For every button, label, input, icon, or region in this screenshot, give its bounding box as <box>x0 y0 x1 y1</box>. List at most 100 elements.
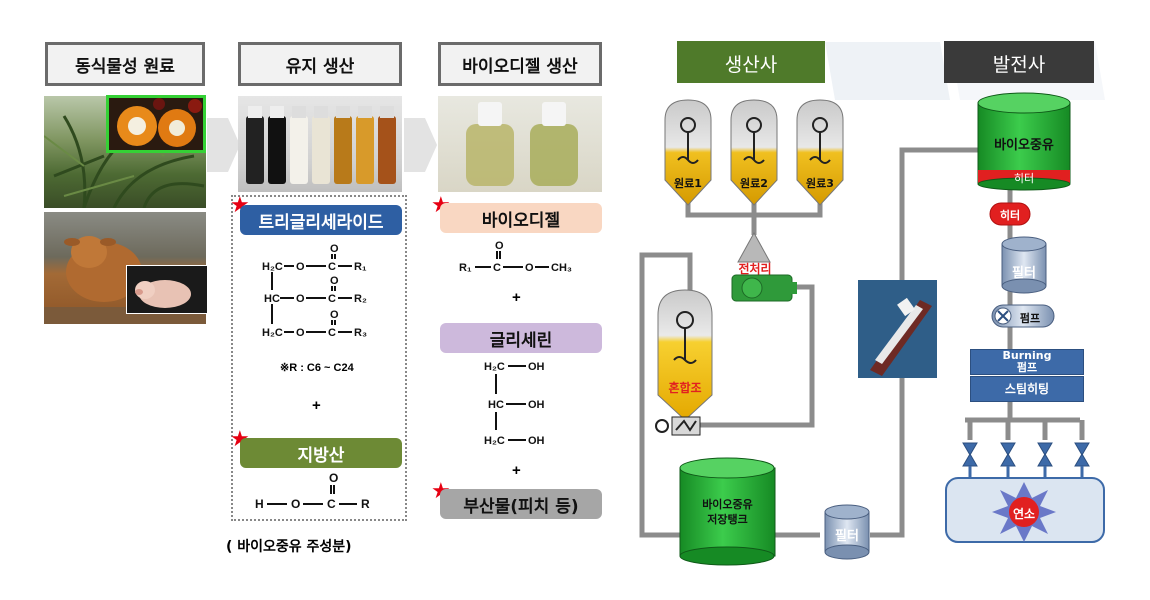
tank3-label: 원료3 <box>806 177 834 190</box>
svg-text:O: O <box>330 243 339 255</box>
pretreatment-unit <box>731 231 797 302</box>
steam-heating-label: 스팀히팅 <box>1004 382 1050 396</box>
oil-bottles-photo <box>238 96 402 192</box>
r-range-note: ※R : C6 ~ C24 <box>280 362 354 374</box>
svg-text:H₂C: H₂C <box>484 361 505 373</box>
main-component-note: ( 바이오중유 주성분) <box>226 539 352 555</box>
biodiesel-bottles-photo <box>438 96 602 192</box>
pretreatment-label: 전처리 <box>738 262 772 276</box>
svg-text:R₁: R₁ <box>354 261 367 273</box>
triglyceride-label: 트리글리세라이드 <box>258 212 384 233</box>
process-diagram <box>639 41 1105 566</box>
steam-heating-box: 스팀히팅 <box>970 376 1084 402</box>
flow-arrow-1 <box>207 118 240 172</box>
flow-arrow-2 <box>404 118 437 172</box>
producer-title: 생산사 <box>724 54 778 76</box>
svg-text:HC: HC <box>488 399 504 411</box>
storage-tank <box>679 457 776 566</box>
pig-graphic <box>135 280 191 308</box>
header-raw-material: 동식물성 원료 <box>45 42 205 86</box>
svg-text:O: O <box>525 262 534 274</box>
svg-text:H₂C: H₂C <box>262 261 283 273</box>
power-tank-label: 바이오중유 <box>994 138 1054 153</box>
byproduct-label: 부산물(피치 등) <box>463 496 579 517</box>
svg-text:OH: OH <box>528 435 545 447</box>
raw-tank-3 <box>796 99 844 206</box>
header-biodiesel-production-label: 바이오디젤 생산 <box>462 56 578 77</box>
palm-fruit-photo <box>106 95 206 153</box>
svg-text:OH: OH <box>528 361 545 373</box>
pipe <box>965 400 1085 440</box>
svg-text:O: O <box>330 275 339 287</box>
burning-pump-line1: Burning <box>1002 349 1052 362</box>
cattle-photo <box>44 212 206 324</box>
cattle-graphic <box>44 236 206 324</box>
svg-text:H₂C: H₂C <box>262 327 283 339</box>
raw-tank-2 <box>730 99 778 206</box>
combustion-label: 연소 <box>1012 507 1036 521</box>
plus-sign: + <box>512 289 521 306</box>
tank2-label: 원료2 <box>740 177 768 190</box>
svg-text:H₂C: H₂C <box>484 435 505 447</box>
svg-text:C: C <box>328 327 336 339</box>
svg-text:OH: OH <box>528 399 545 411</box>
svg-text:HC: HC <box>264 293 280 305</box>
burning-pump-line2: 펌프 <box>1016 361 1038 374</box>
svg-text:O: O <box>296 327 305 339</box>
palm-fruit-graphic <box>117 98 202 147</box>
filter-canister-bottom <box>824 504 870 560</box>
svg-text:R₃: R₃ <box>354 327 367 339</box>
svg-text:O: O <box>329 471 338 485</box>
power-plant-header <box>944 41 1094 83</box>
svg-text:CH₃: CH₃ <box>551 262 572 274</box>
plus-sign: + <box>312 397 321 414</box>
glycerin-label: 글리세린 <box>489 330 553 351</box>
raw-tank-1 <box>664 99 712 206</box>
pump-label: 펌프 <box>1019 312 1041 325</box>
power-filter-label: 필터 <box>1012 266 1036 281</box>
header-biodiesel-production: 바이오디젤 생산 <box>438 42 602 86</box>
header-raw-material-label: 동식물성 원료 <box>75 56 175 77</box>
burner-injectors <box>962 442 1090 467</box>
header-oil-production: 유지 생산 <box>238 42 402 86</box>
producer-header <box>677 41 825 83</box>
svg-text:C: C <box>327 497 336 511</box>
pump-unit <box>991 304 1055 328</box>
biodiesel-label: 바이오디젤 <box>481 210 561 231</box>
storage-tank-label: 바이오중유 저장탱크 <box>702 498 753 526</box>
svg-text:C: C <box>328 293 336 305</box>
svg-text:R₂: R₂ <box>354 293 367 305</box>
biodiesel-bottles-graphic <box>466 102 578 186</box>
svg-text:H: H <box>255 497 264 511</box>
glycerin-ribbon: 글리세린 <box>440 323 602 353</box>
oil-bottles-graphic <box>246 106 396 184</box>
svg-text:O: O <box>291 497 300 511</box>
combustion-core <box>1009 497 1039 527</box>
fatty-acid-ribbon: 지방산 <box>240 438 402 468</box>
fatty-acid-label: 지방산 <box>297 445 345 466</box>
svg-text:C: C <box>493 262 501 274</box>
byproduct-ribbon: 부산물(피치 등) <box>440 489 602 519</box>
plus-sign: + <box>512 462 521 479</box>
svg-text:O: O <box>296 261 305 273</box>
burning-pump-box: Burning 펌프 <box>970 349 1084 375</box>
biodiesel-ribbon: 바이오디젤 <box>440 203 602 233</box>
mixing-tank <box>655 289 713 436</box>
svg-text:R₁: R₁ <box>459 262 472 274</box>
mixing-tank-label: 혼합조 <box>668 381 702 395</box>
filter-canister-power <box>1001 236 1047 294</box>
flow-arrows <box>207 118 437 172</box>
pipe <box>639 252 693 538</box>
pipe <box>700 284 815 428</box>
tank1-label: 원료1 <box>674 177 702 190</box>
heater-label: 히터 <box>999 209 1021 222</box>
ship-photo <box>858 280 937 378</box>
glycerin-structure: H₂C OH HC OH H₂C OH <box>484 361 545 447</box>
svg-text:O: O <box>495 240 504 252</box>
svg-text:R: R <box>361 497 370 511</box>
power-plant-title: 발전사 <box>992 54 1046 76</box>
svg-text:O: O <box>296 293 305 305</box>
triglyceride-ribbon: 트리글리세라이드 <box>240 205 402 235</box>
